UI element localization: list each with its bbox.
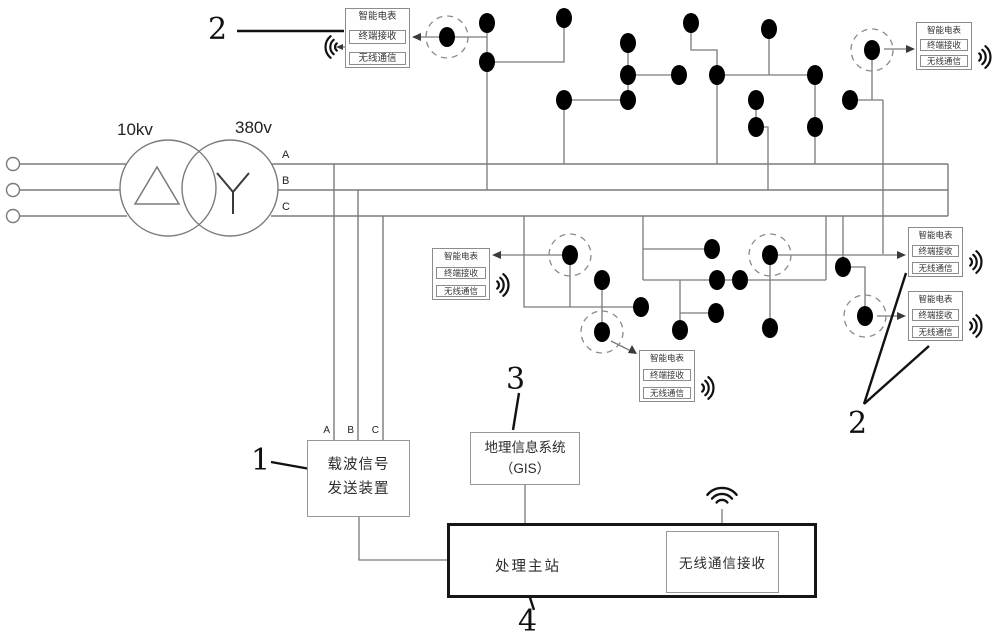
callout-2-right: 2 xyxy=(848,406,868,441)
smart-meter-box-top-right: 智能电表 终端接收 无线通信 xyxy=(916,22,972,70)
gis-line2: （GIS） xyxy=(499,460,551,476)
phase-bus-lines xyxy=(271,163,949,440)
wifi-antenna-icon xyxy=(706,486,738,504)
transformer-symbol xyxy=(5,139,279,237)
wireless-comm-label: 无线通信 xyxy=(920,54,968,67)
callout-line-2-right-lower xyxy=(863,345,930,405)
input-terminal xyxy=(5,182,21,198)
carrier-device-line1: 载波信号 xyxy=(327,457,390,473)
primary-winding-circle xyxy=(119,139,217,237)
smart-meter-box-top-left: 智能电表 终端接收 无线通信 xyxy=(345,8,410,68)
wireless-receiver-box: 无线通信接收 xyxy=(666,531,779,593)
wireless-signal-icon xyxy=(324,35,338,59)
terminal-receive-label: 终端接收 xyxy=(436,266,486,280)
arrowhead-to-top-left-meter xyxy=(412,33,421,41)
arrowhead-to-right-bottom-meter xyxy=(897,312,906,320)
arrowhead-to-mid-bottom-meter xyxy=(628,345,637,354)
smart-meter-title: 智能电表 xyxy=(649,353,684,363)
input-terminal xyxy=(5,208,21,224)
gis-line1: 地理信息系统 xyxy=(484,440,566,455)
gis-box: 地理信息系统 （GIS） xyxy=(470,432,580,485)
wireless-signal-icon xyxy=(496,273,510,297)
bus-label-c: C xyxy=(282,201,290,213)
carrier-input-label-b: B xyxy=(347,425,354,436)
wireless-receiver-label: 无线通信接收 xyxy=(679,556,766,571)
callout-line-3 xyxy=(511,392,521,431)
terminal-receive-label: 终端接收 xyxy=(920,38,968,52)
wireless-comm-label: 无线通信 xyxy=(349,51,406,65)
wye-symbol xyxy=(216,172,250,214)
bus-label-a: A xyxy=(282,149,290,161)
carrier-signal-device-box: 载波信号 发送装置 xyxy=(307,440,410,517)
terminal-receive-label: 终端接收 xyxy=(643,368,691,382)
main-station-label: 处理主站 xyxy=(495,559,561,575)
callout-2-top-left: 2 xyxy=(208,12,228,47)
smart-meter-title: 智能电表 xyxy=(918,230,953,240)
feeder-input-lines xyxy=(20,163,127,217)
arrowhead-to-top-left-meter-antenna xyxy=(336,44,343,50)
secondary-winding-circle xyxy=(181,139,279,237)
delta-symbol xyxy=(133,165,181,205)
wireless-signal-icon xyxy=(978,45,992,69)
smart-meter-title: 智能电表 xyxy=(443,251,478,261)
arrowheads xyxy=(336,33,915,354)
callout-line-2-right-upper xyxy=(862,272,908,405)
wireless-comm-label: 无线通信 xyxy=(912,261,959,274)
metered-node-markers xyxy=(425,15,894,354)
arrowhead-to-top-right-meter xyxy=(906,45,915,53)
secondary-voltage-label: 380v xyxy=(235,118,272,137)
carrier-input-label-c: C xyxy=(372,425,379,436)
smart-meter-title: 智能电表 xyxy=(358,11,397,22)
terminal-receive-label: 终端接收 xyxy=(349,30,406,44)
carrier-device-line2: 发送装置 xyxy=(327,480,390,497)
smart-meter-box-mid-bottom: 智能电表 终端接收 无线通信 xyxy=(639,350,695,402)
wireless-signal-icon xyxy=(701,376,715,400)
network-nodes xyxy=(439,8,880,342)
input-terminal xyxy=(5,156,21,172)
smart-meter-title: 智能电表 xyxy=(926,25,961,35)
bus-drops-to-carrier xyxy=(333,164,384,440)
wireless-comm-label: 无线通信 xyxy=(912,325,959,338)
carrier-input-label-a: A xyxy=(323,425,330,436)
callout-3: 3 xyxy=(506,362,526,397)
wireless-icons xyxy=(324,35,992,504)
bus-label-b: B xyxy=(282,175,289,187)
smart-meter-title: 智能电表 xyxy=(918,294,953,304)
terminal-receive-label: 终端接收 xyxy=(912,244,959,258)
callout-4: 4 xyxy=(518,604,538,639)
smart-meter-box-right-top: 智能电表 终端接收 无线通信 xyxy=(908,227,963,277)
callout-1: 1 xyxy=(251,443,271,478)
wireless-signal-icon xyxy=(969,250,983,274)
main-station-box: 处理主站 无线通信接收 xyxy=(447,523,817,598)
smart-meter-box-mid-left: 智能电表 终端接收 无线通信 xyxy=(432,248,490,300)
arrowhead-to-right-top-meter xyxy=(897,251,906,259)
smart-meter-box-right-bottom: 智能电表 终端接收 无线通信 xyxy=(908,291,963,341)
primary-voltage-label: 10kv xyxy=(117,120,153,139)
terminal-receive-label: 终端接收 xyxy=(912,308,959,322)
wireless-signal-icon xyxy=(969,314,983,338)
arrowhead-to-mid-left-meter xyxy=(492,251,501,259)
wireless-comm-label: 无线通信 xyxy=(643,386,691,399)
wireless-comm-label: 无线通信 xyxy=(436,284,486,297)
